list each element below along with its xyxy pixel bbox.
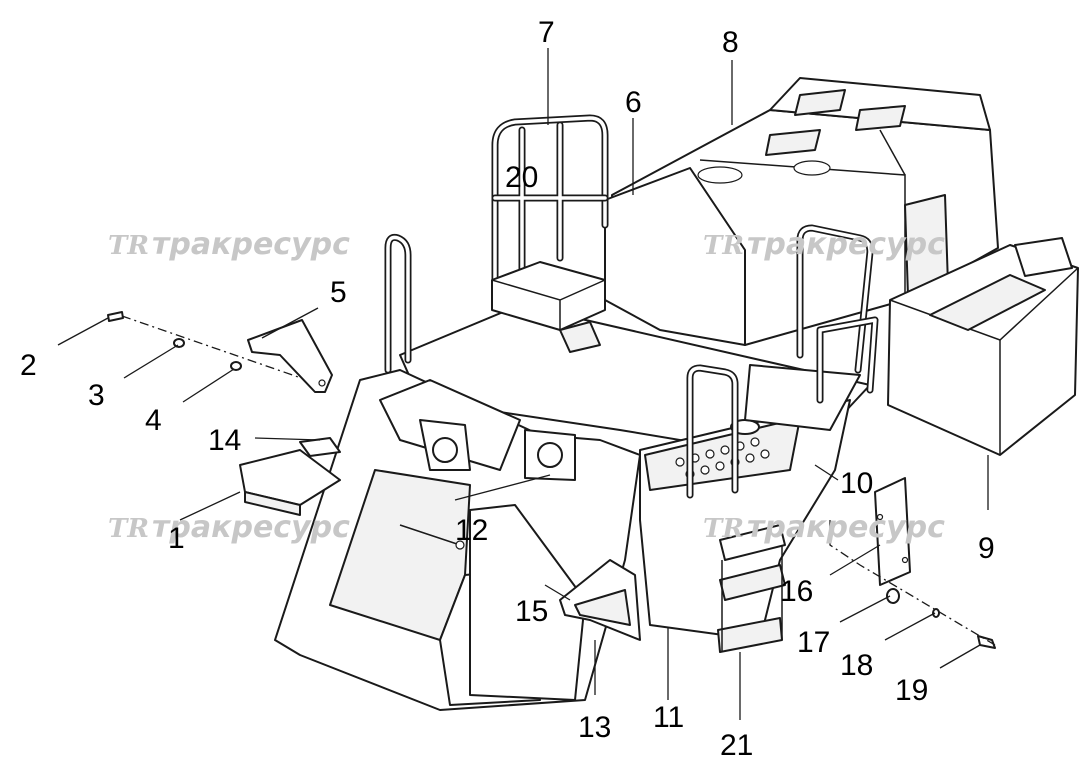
bracket-14 [299, 437, 341, 457]
callout-16: 16 [780, 575, 813, 608]
svg-text:тракресурс: тракресурс [747, 510, 945, 545]
callout-3: 3 [88, 379, 105, 412]
washer-17 [886, 588, 900, 604]
watermark-3: TR тракресурс [108, 510, 350, 545]
dash-line-16-19 [829, 520, 996, 646]
callout-19: 19 [895, 674, 928, 707]
bolt-19 [977, 635, 996, 649]
washer-4 [230, 361, 242, 371]
svg-text:тракресурс: тракресурс [747, 227, 945, 262]
callout-7: 7 [538, 16, 555, 49]
cover-5 [247, 319, 333, 393]
callout-10: 10 [840, 467, 873, 500]
bolt-2 [107, 311, 124, 322]
callout-11: 11 [653, 701, 684, 734]
step-15 [559, 559, 641, 641]
callout-9: 9 [978, 532, 995, 565]
callout-18: 18 [840, 649, 873, 682]
ladder-21 [717, 524, 786, 653]
callout-21: 21 [720, 729, 753, 762]
callout-15: 15 [515, 595, 548, 628]
callout-6: 6 [625, 86, 642, 119]
leader-lines [57, 48, 989, 720]
callout-13: 13 [578, 711, 611, 744]
handrail-front [686, 364, 739, 499]
svg-text:TR: TR [108, 231, 149, 261]
callout-2: 2 [20, 349, 37, 382]
seat-20 [491, 261, 606, 331]
panel-16 [874, 477, 911, 586]
svg-text:TR: TR [703, 231, 744, 261]
callout-14: 14 [208, 424, 241, 457]
front-frame [274, 369, 641, 711]
callout-12: 12 [455, 514, 488, 547]
handrail-10 [796, 224, 879, 404]
svg-text:тракресурс: тракресурс [152, 510, 350, 545]
callout-4: 4 [145, 404, 162, 437]
callout-5: 5 [330, 276, 347, 309]
callout-8: 8 [722, 26, 739, 59]
watermark-2: TR тракресурс [703, 227, 945, 262]
svg-text:TR: TR [703, 514, 744, 544]
fuel-tank [887, 237, 1079, 456]
handrail-left [384, 234, 412, 374]
washer-3 [173, 338, 185, 348]
callout-20: 20 [505, 161, 538, 194]
handrail-7 [491, 114, 609, 309]
callout-17: 17 [797, 626, 830, 659]
washer-18 [932, 608, 940, 618]
svg-text:TR: TR [108, 514, 149, 544]
watermark-4: TR тракресурс [703, 510, 945, 545]
callout-1: 1 [168, 522, 185, 555]
watermark-1: TR тракресурс [108, 227, 350, 262]
callout-labels: 1 2 3 4 5 6 7 8 9 10 11 12 13 14 15 16 1… [20, 16, 995, 762]
svg-text:тракресурс: тракресурс [152, 227, 350, 262]
step-1 [239, 449, 341, 516]
